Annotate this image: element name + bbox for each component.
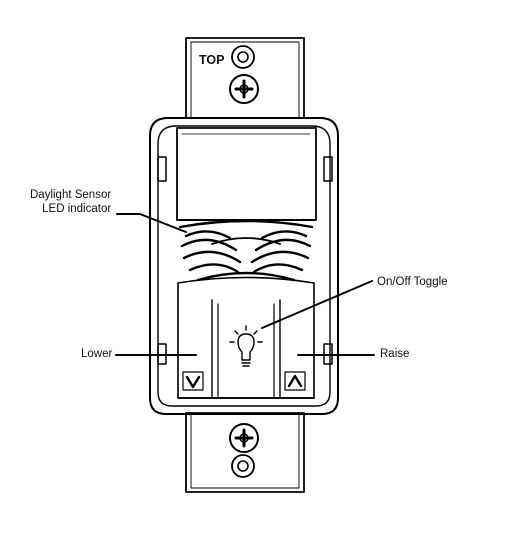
switch-body xyxy=(149,117,339,415)
daylight-sensor-label-line1: Daylight Sensor xyxy=(30,189,112,201)
control-panel xyxy=(177,276,315,399)
top-mounting-strap xyxy=(185,37,305,119)
leader-lines xyxy=(115,213,375,356)
screw-icon xyxy=(229,74,259,104)
sensor-window xyxy=(176,127,317,221)
light-bulb-icon[interactable] xyxy=(229,325,263,367)
chevron-down-icon[interactable] xyxy=(182,371,204,391)
daylight-sensor-grille xyxy=(178,219,314,282)
side-tabs xyxy=(157,156,333,365)
screw-icon xyxy=(229,423,259,453)
top-hole-icon xyxy=(231,45,255,69)
daylight-sensor-label: Daylight Sensor LED indicator xyxy=(30,188,111,216)
raise-label: Raise xyxy=(380,348,410,360)
daylight-sensor-label-line2: LED indicator xyxy=(42,203,112,215)
chevron-up-icon[interactable] xyxy=(284,371,306,391)
lower-label: Lower xyxy=(81,348,113,360)
on-off-toggle-label: On/Off Toggle xyxy=(377,276,448,288)
top-label: TOP xyxy=(199,53,225,67)
bottom-hole-icon xyxy=(231,454,255,478)
